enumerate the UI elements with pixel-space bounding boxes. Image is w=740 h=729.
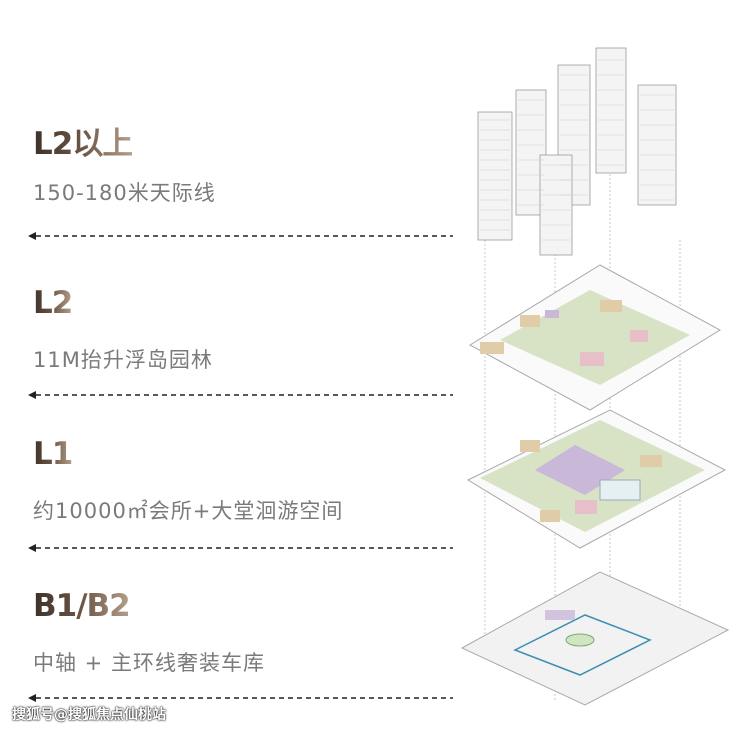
level-subtitle-above-l2: 150-180米天际线	[33, 181, 216, 205]
dashed-arrow	[28, 232, 453, 240]
dashed-arrow	[28, 544, 453, 552]
level-subtitle-b1-b2: 中轴 + 主环线奢装车库	[33, 651, 265, 675]
tower-windows	[480, 59, 674, 241]
level-title-above-l2: L2以上	[33, 118, 133, 163]
level-subtitle-l1: 约10000㎡会所+大堂洄游空间	[33, 499, 344, 523]
level-title-b1-b2: B1/B2	[33, 588, 131, 624]
level-subtitle-l2: 11M抬升浮岛园林	[33, 348, 213, 372]
towers	[477, 47, 677, 256]
basement-plate	[460, 571, 730, 706]
l2-plate	[469, 264, 721, 411]
watermark: 搜狐号@搜狐焦点仙桃站	[12, 707, 166, 723]
l1-plate	[466, 409, 727, 549]
building-axonometric-illustration	[460, 47, 730, 706]
dashed-arrow	[28, 694, 453, 702]
dashed-arrow	[28, 391, 453, 399]
level-title-l2: L2	[33, 285, 73, 321]
level-title-l1: L1	[33, 436, 73, 472]
